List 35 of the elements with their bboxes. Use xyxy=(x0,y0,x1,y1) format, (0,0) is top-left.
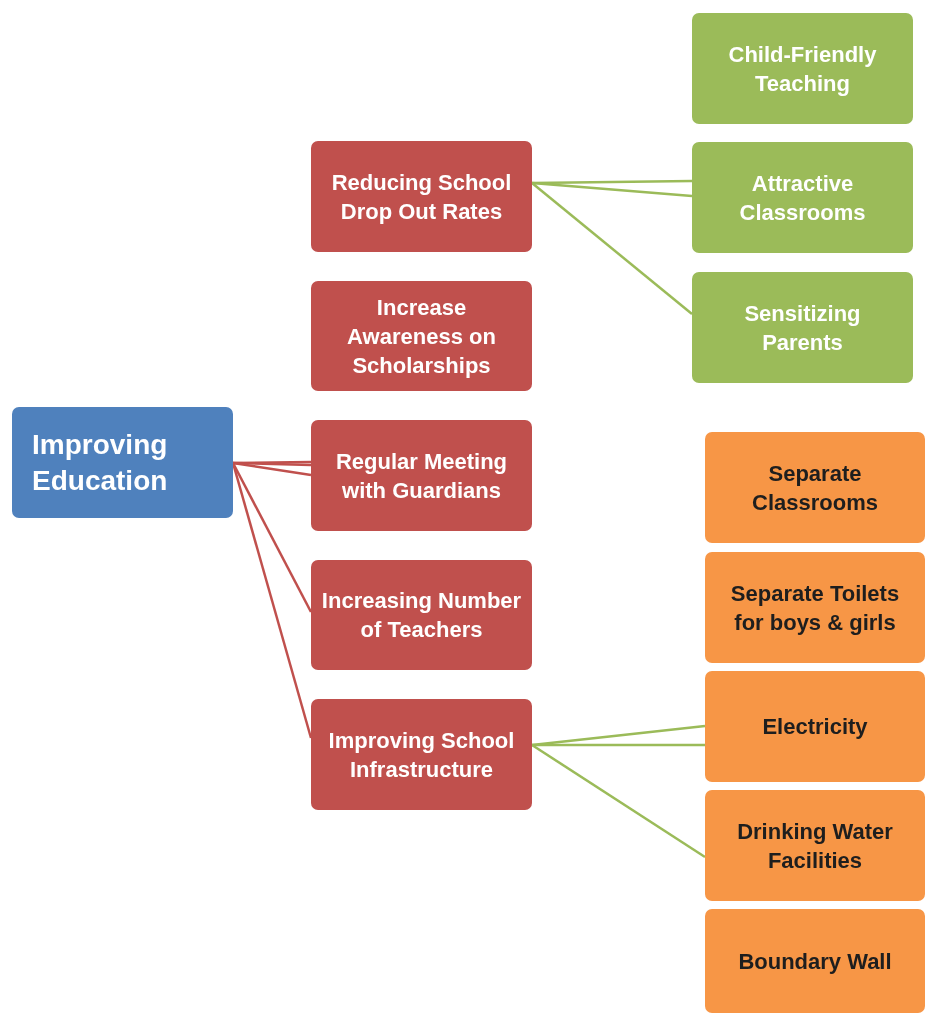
branch-box xyxy=(311,141,532,252)
node-label: Drinking Water Facilities xyxy=(736,817,894,875)
leaf-box xyxy=(692,13,913,124)
leaf-box xyxy=(705,909,925,1013)
branch-box xyxy=(311,420,532,531)
leaf-box xyxy=(705,552,925,663)
node-label: Boundary Wall xyxy=(738,947,892,976)
leaf-box xyxy=(705,790,925,901)
node-label: Improving School Infrastructure xyxy=(327,726,516,784)
node-label: Separate Classrooms xyxy=(751,459,879,517)
node-label: Reducing School Drop Out Rates xyxy=(330,168,513,226)
connector-line xyxy=(531,743,706,859)
node-label: Separate Toilets for boys & girls xyxy=(729,579,901,637)
root-box xyxy=(12,407,233,518)
branch-box xyxy=(311,560,532,670)
node-label: Increasing Number of Teachers xyxy=(321,587,522,644)
leaf-box xyxy=(705,671,925,782)
connector-line xyxy=(531,181,693,198)
connector-line xyxy=(531,182,693,315)
leaf-box xyxy=(705,432,925,543)
connector-line xyxy=(532,743,705,747)
branch-box xyxy=(311,281,532,391)
node-label: Sensitizing Parents xyxy=(743,299,862,357)
node-label: Improving Education xyxy=(32,427,169,498)
leaf-box xyxy=(692,142,913,253)
node-label: Child-Friendly Teaching xyxy=(727,40,878,98)
connector-line xyxy=(232,461,312,477)
node-label: Regular Meeting with Guardians xyxy=(334,447,509,505)
connector-line xyxy=(231,462,313,613)
node-label: Electricity xyxy=(762,713,868,741)
connector-line xyxy=(531,724,706,747)
node-label: Attractive Classrooms xyxy=(738,169,867,227)
node-label: Increase Awareness on Scholarships xyxy=(346,293,497,380)
branch-box xyxy=(311,699,532,810)
leaf-box xyxy=(692,272,913,383)
